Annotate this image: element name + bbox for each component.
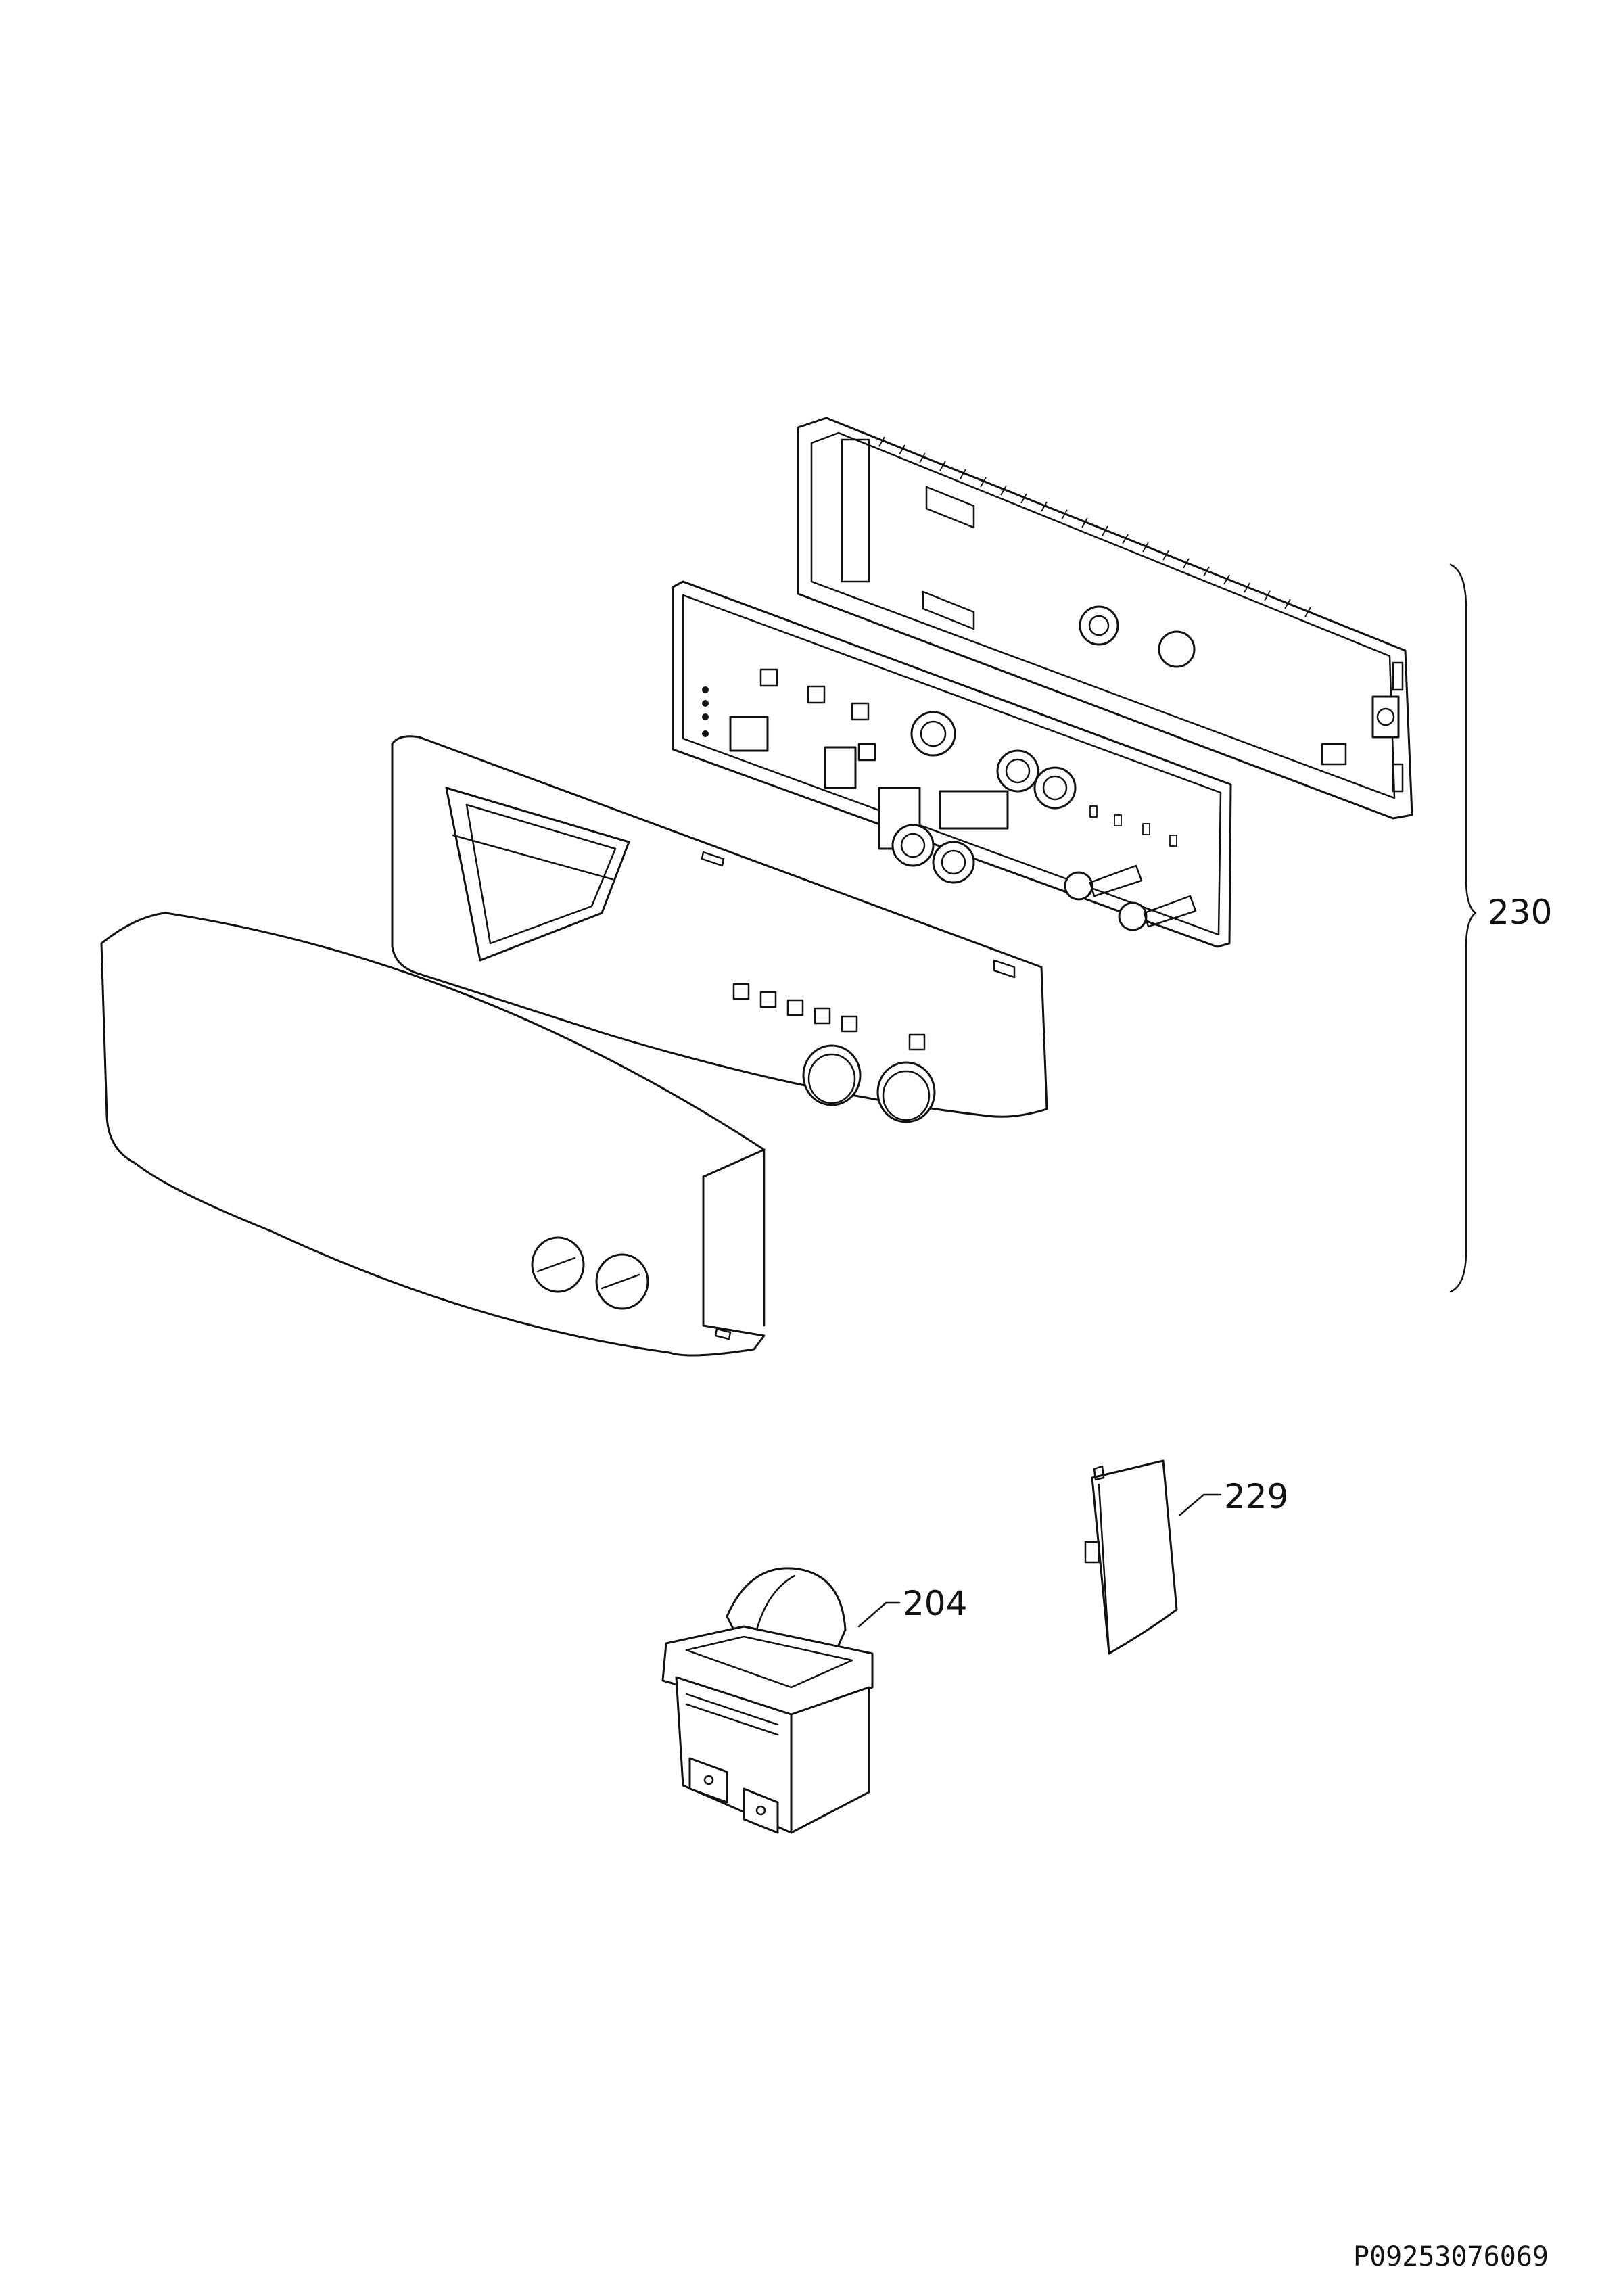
panel-indicator-windows [732, 983, 926, 1051]
panel-knobs [802, 1044, 936, 1123]
rocker-switch-part [661, 1567, 901, 1834]
switch-terminals [688, 1757, 779, 1834]
frame-ribs [878, 436, 1311, 617]
document-id: P09253076069 [1353, 2241, 1549, 2272]
cover-clip-part [1084, 1459, 1222, 1655]
rear-frame-part [797, 417, 1413, 820]
pcb-board-part [672, 580, 1232, 948]
front-cover-part [100, 912, 766, 1357]
pcb-screws [1064, 864, 1197, 931]
callout-230-label: 230 [1488, 893, 1552, 932]
pcb-buttons [759, 668, 876, 762]
pcb-capacitors [891, 711, 1077, 884]
callout-204-label: 204 [903, 1584, 967, 1623]
callout-229-label: 229 [1224, 1477, 1288, 1516]
cover-knob-holes [531, 1236, 649, 1310]
control-panel-part [391, 735, 1048, 1123]
assembly-bracket [1449, 563, 1477, 1293]
